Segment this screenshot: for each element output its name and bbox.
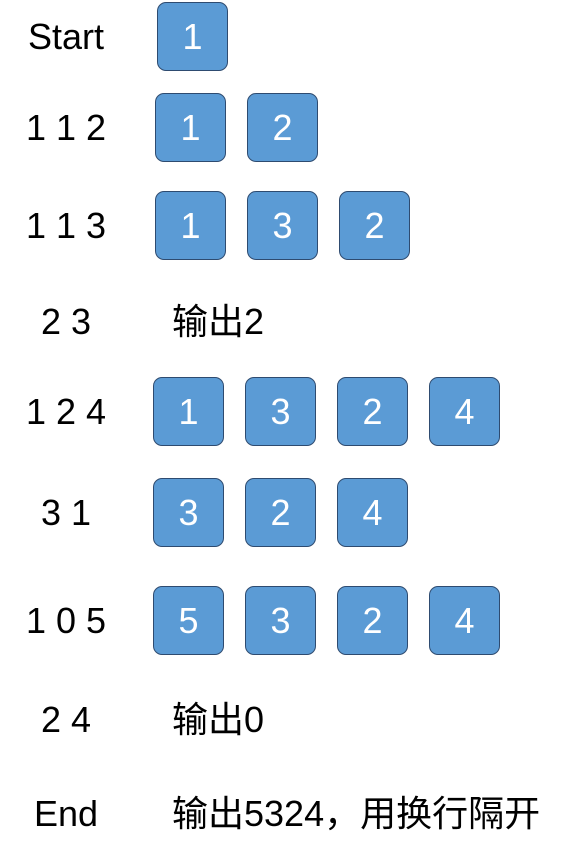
output-text: 输出0 [172, 699, 265, 740]
list-node: 4 [337, 478, 408, 547]
row-label: 3 1 [40, 492, 92, 533]
operation-row: 1 1 3 1 3 2 [0, 191, 581, 261]
operation-row: 3 1 3 2 4 [0, 478, 581, 548]
row-label: End [33, 793, 99, 834]
list-node: 3 [245, 377, 316, 446]
list-node: 3 [247, 191, 318, 260]
operation-row-start: Start 1 [0, 2, 581, 72]
list-nodes: 1 2 [155, 93, 318, 163]
list-node: 1 [153, 377, 224, 446]
operation-row: 2 4 输出0 [0, 685, 581, 755]
row-label: 1 1 3 [25, 205, 107, 246]
row-label: 2 3 [40, 301, 92, 342]
operation-row: 1 1 2 1 2 [0, 93, 581, 163]
list-node: 4 [429, 377, 500, 446]
list-node: 2 [337, 377, 408, 446]
operation-row-end: End 输出5324，用换行隔开 [0, 779, 581, 849]
row-label: 1 2 4 [25, 391, 107, 432]
list-nodes: 1 3 2 [155, 191, 410, 261]
list-node: 2 [339, 191, 410, 260]
row-label: 2 4 [40, 699, 92, 740]
list-node: 3 [153, 478, 224, 547]
row-label: 1 0 5 [25, 600, 107, 641]
output-text: 输出5324，用换行隔开 [172, 793, 541, 834]
operation-row: 2 3 输出2 [0, 287, 581, 357]
list-nodes: 5 3 2 4 [153, 586, 500, 656]
list-node: 2 [245, 478, 316, 547]
list-node: 2 [337, 586, 408, 655]
operation-row: 1 2 4 1 3 2 4 [0, 377, 581, 447]
row-label: Start [27, 16, 105, 57]
list-node: 2 [247, 93, 318, 162]
list-nodes: 3 2 4 [153, 478, 408, 548]
list-node: 1 [155, 93, 226, 162]
list-node: 1 [155, 191, 226, 260]
output-text: 输出2 [172, 301, 265, 342]
list-node: 5 [153, 586, 224, 655]
list-nodes: 1 3 2 4 [153, 377, 500, 447]
list-node: 4 [429, 586, 500, 655]
row-label: 1 1 2 [25, 107, 107, 148]
operation-row: 1 0 5 5 3 2 4 [0, 586, 581, 656]
list-nodes: 1 [157, 2, 228, 72]
list-node: 1 [157, 2, 228, 71]
list-node: 3 [245, 586, 316, 655]
